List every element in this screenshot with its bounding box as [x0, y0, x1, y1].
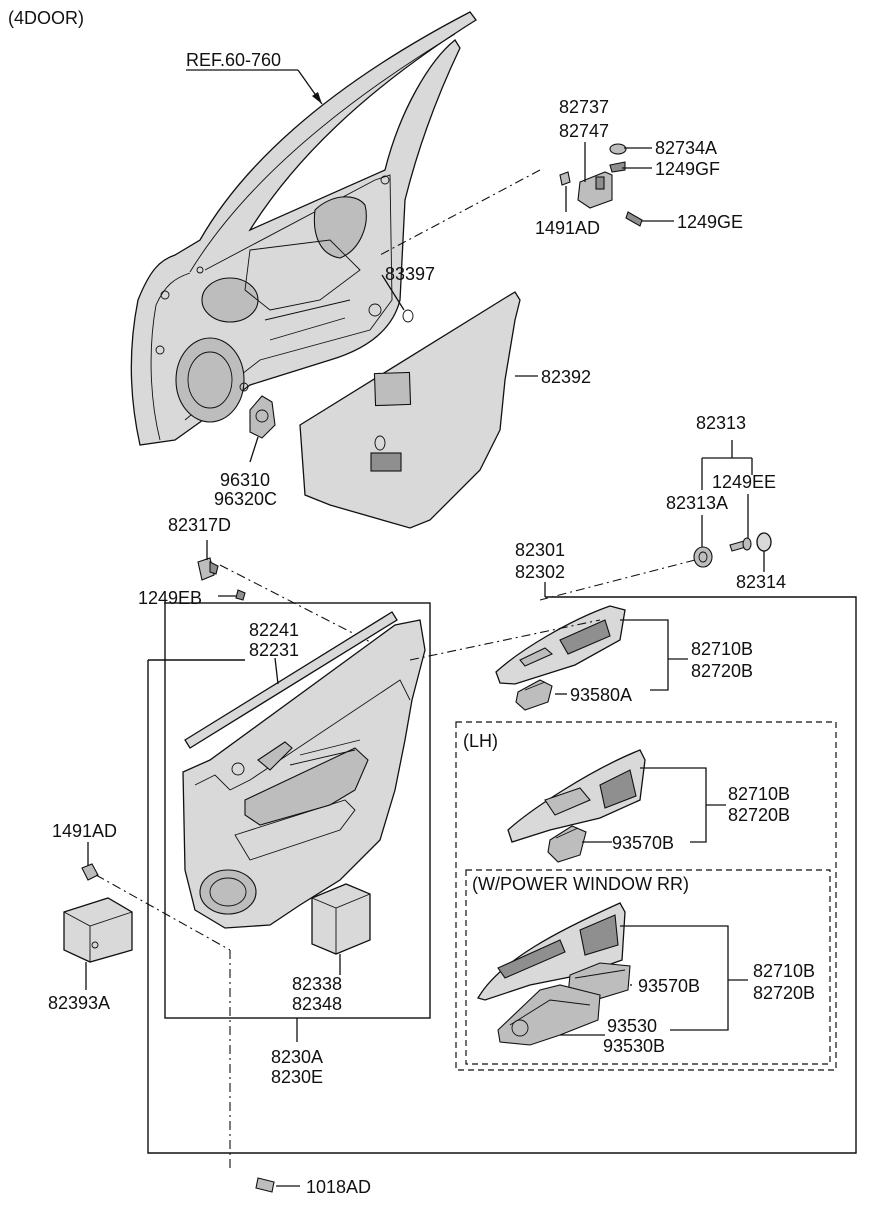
clip-1491AD-illustration [81, 863, 99, 881]
label-1491AD-top: 1491AD [535, 218, 600, 238]
label-1249GE: 1249GE [677, 212, 743, 232]
plug-83397-illustration [402, 309, 414, 323]
label-83397: 83397 [385, 264, 435, 284]
cap-82314-illustration [756, 532, 772, 552]
label-82710B-lh: 82710B [728, 784, 790, 804]
door-trim-panel-82392-illustration [299, 291, 521, 529]
switch-93570B-lh-illustration [547, 825, 587, 863]
label-82313A: 82313A [666, 493, 728, 513]
holder-82317D-illustration [197, 557, 219, 581]
reference-label: REF.60-760 [186, 50, 281, 70]
label-82314: 82314 [736, 572, 786, 592]
weatherstrip-82241-illustration [184, 611, 398, 749]
switch-bezel-82710B-illustration [495, 605, 626, 685]
label-1249EB: 1249EB [138, 588, 202, 608]
label-93570B-lh: 93570B [612, 833, 674, 853]
label-82737: 82737 [559, 97, 609, 117]
label-82747: 82747 [559, 121, 609, 141]
switch-bezel-lh-illustration [507, 749, 646, 843]
label-82710B-rr: 82710B [753, 961, 815, 981]
label-82301: 82301 [515, 540, 565, 560]
label-8230E: 8230E [271, 1067, 323, 1087]
speaker-96310-illustration [249, 395, 276, 439]
label-96310: 96310 [220, 470, 270, 490]
bracket-82393A-illustration [63, 897, 133, 963]
label-1249EE: 1249EE [712, 472, 776, 492]
pad-82338-illustration [311, 883, 371, 955]
door-trim-assembly-illustration [182, 619, 426, 929]
label-1018AD: 1018AD [306, 1177, 371, 1197]
label-82317D: 82317D [168, 515, 231, 535]
variant-label: (4DOOR) [8, 8, 84, 28]
screw-1249EE-illustration [729, 537, 752, 552]
section-lh-label: (LH) [463, 731, 498, 751]
label-82720B-top: 82720B [691, 661, 753, 681]
label-82313: 82313 [696, 413, 746, 433]
label-93530: 93530 [607, 1016, 657, 1036]
label-82392: 82392 [541, 367, 591, 387]
label-82710B-top: 82710B [691, 639, 753, 659]
switch-93530-rr-illustration [497, 984, 601, 1046]
label-82720B-rr: 82720B [753, 983, 815, 1003]
label-82241: 82241 [249, 620, 299, 640]
clip-82313A-illustration [693, 546, 713, 568]
label-93580A: 93580A [570, 685, 632, 705]
label-8230A: 8230A [271, 1047, 323, 1067]
label-82338: 82338 [292, 974, 342, 994]
label-82734A: 82734A [655, 138, 717, 158]
label-82720B-lh: 82720B [728, 805, 790, 825]
switch-93580A-illustration [515, 679, 553, 711]
bracket-82737-illustration [559, 143, 643, 227]
label-82302: 82302 [515, 562, 565, 582]
section-power-window-rr-label: (W/POWER WINDOW RR) [472, 874, 689, 894]
label-1249GF: 1249GF [655, 159, 720, 179]
label-96320C: 96320C [214, 489, 277, 509]
label-93570B-rr: 93570B [638, 976, 700, 996]
label-93530B: 93530B [603, 1036, 665, 1056]
label-82393A: 82393A [48, 993, 110, 1013]
label-1491AD-left: 1491AD [52, 821, 117, 841]
label-82231: 82231 [249, 640, 299, 660]
door-frame-illustration [130, 11, 477, 446]
screw-1018AD-illustration [255, 1177, 275, 1193]
label-82348: 82348 [292, 994, 342, 1014]
